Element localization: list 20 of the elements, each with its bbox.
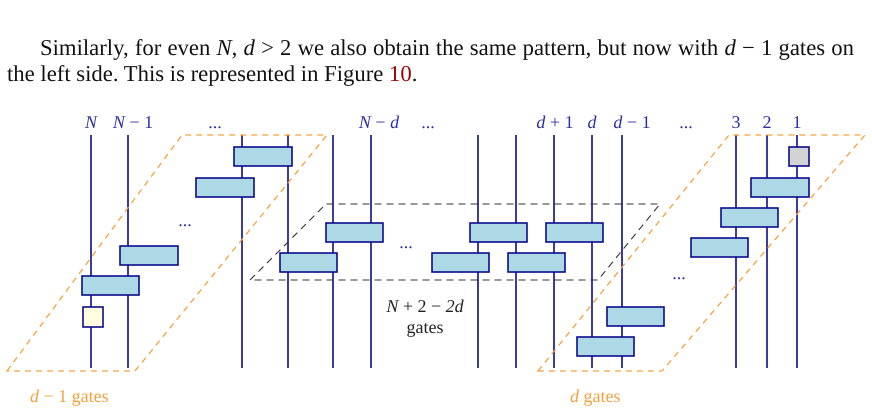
ellipsis: ... — [399, 232, 413, 252]
ellipsis: ... — [679, 112, 693, 132]
figure-link: 10 — [389, 61, 412, 86]
wire-label: N — [85, 112, 97, 132]
wire-label: 1 — [792, 112, 802, 132]
wire-label: 3 — [732, 112, 740, 132]
paragraph: Similarly, for even N, d > 2 we also obtain the same pattern, but now with d − 1 gates on the left side. This is represented in Figure 10. — [7, 35, 854, 87]
ellipsis: ... — [178, 210, 192, 230]
wire-label: d — [588, 112, 596, 132]
ellipsis: ... — [208, 112, 222, 132]
ellipsis: ... — [672, 263, 686, 283]
wire-label: d + 1 — [536, 112, 574, 132]
region-label: d − 1 gates — [30, 386, 109, 407]
region-label: d gates — [570, 386, 620, 407]
wire-label: N − 1 — [112, 112, 154, 132]
region-label: N + 2 − 2d gates — [385, 296, 465, 338]
wire-label: 2 — [762, 112, 772, 132]
wire-label: N − d — [358, 112, 400, 132]
wire-label: d − 1 — [613, 112, 651, 132]
ellipsis: ... — [421, 112, 435, 132]
